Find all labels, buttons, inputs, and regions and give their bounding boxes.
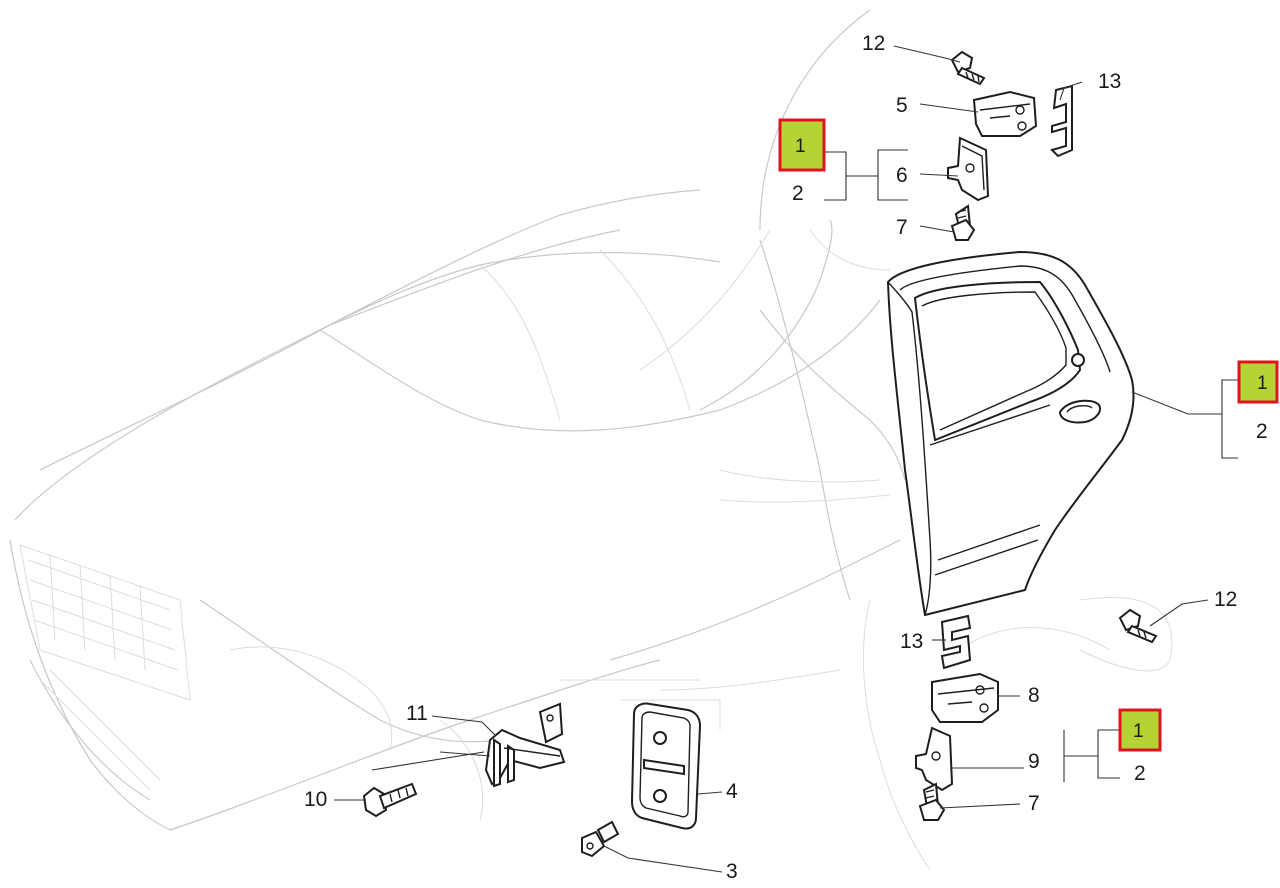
callout-12-top: 12 — [862, 32, 885, 55]
callout-10: 10 — [304, 788, 327, 811]
callout-11: 11 — [406, 702, 428, 725]
door-check-11 — [484, 702, 566, 788]
callout-3: 3 — [726, 860, 738, 883]
hinge-5 — [972, 90, 1038, 137]
screw-12-bottom — [1118, 608, 1158, 644]
highlight-callout-1-top[interactable]: 1 — [778, 118, 826, 172]
striker-plate-4 — [630, 702, 702, 830]
callout-1-bottom: 1 — [1133, 721, 1144, 742]
screw-3 — [581, 820, 620, 858]
callout-2-top: 2 — [792, 182, 804, 205]
callout-1-right: 1 — [1257, 373, 1268, 394]
callout-2-right: 2 — [1256, 420, 1268, 443]
callout-7-bottom: 7 — [1028, 792, 1040, 815]
callout-7-top: 7 — [896, 216, 908, 239]
highlight-box — [778, 118, 826, 172]
shim-13-bottom — [940, 614, 972, 670]
rear-door — [886, 250, 1135, 617]
callout-2-bottom: 2 — [1134, 762, 1146, 785]
highlight-callout-1-right[interactable]: 1 — [1237, 360, 1279, 404]
callout-12-bottom: 12 — [1214, 588, 1237, 611]
screw-12-top — [950, 50, 986, 86]
hinge-8 — [931, 672, 999, 723]
highlight-callout-1-bottom[interactable]: 1 — [1118, 708, 1162, 752]
callout-5: 5 — [896, 94, 908, 117]
screw-7-top — [950, 204, 976, 241]
callout-1-top: 1 — [795, 136, 806, 157]
callout-4: 4 — [726, 780, 738, 803]
callout-6: 6 — [896, 164, 908, 187]
highlight-box — [1237, 360, 1279, 404]
callout-9: 9 — [1028, 750, 1040, 773]
callout-labels: 12 5 13 2 6 7 2 12 13 8 9 2 7 11 10 4 3 — [304, 32, 1268, 883]
highlight-box — [1118, 708, 1162, 752]
callout-13-bottom: 13 — [900, 630, 923, 653]
car-body-outline — [9, 9, 1173, 871]
screw-7-bottom — [918, 782, 946, 821]
bolt-10 — [362, 782, 418, 818]
leader-lines — [334, 45, 1238, 873]
hinge-9 — [915, 726, 954, 792]
callout-13-top: 13 — [1098, 70, 1121, 93]
shim-13-top — [1050, 84, 1073, 158]
hinge-6 — [947, 136, 990, 202]
callout-8: 8 — [1028, 684, 1040, 707]
